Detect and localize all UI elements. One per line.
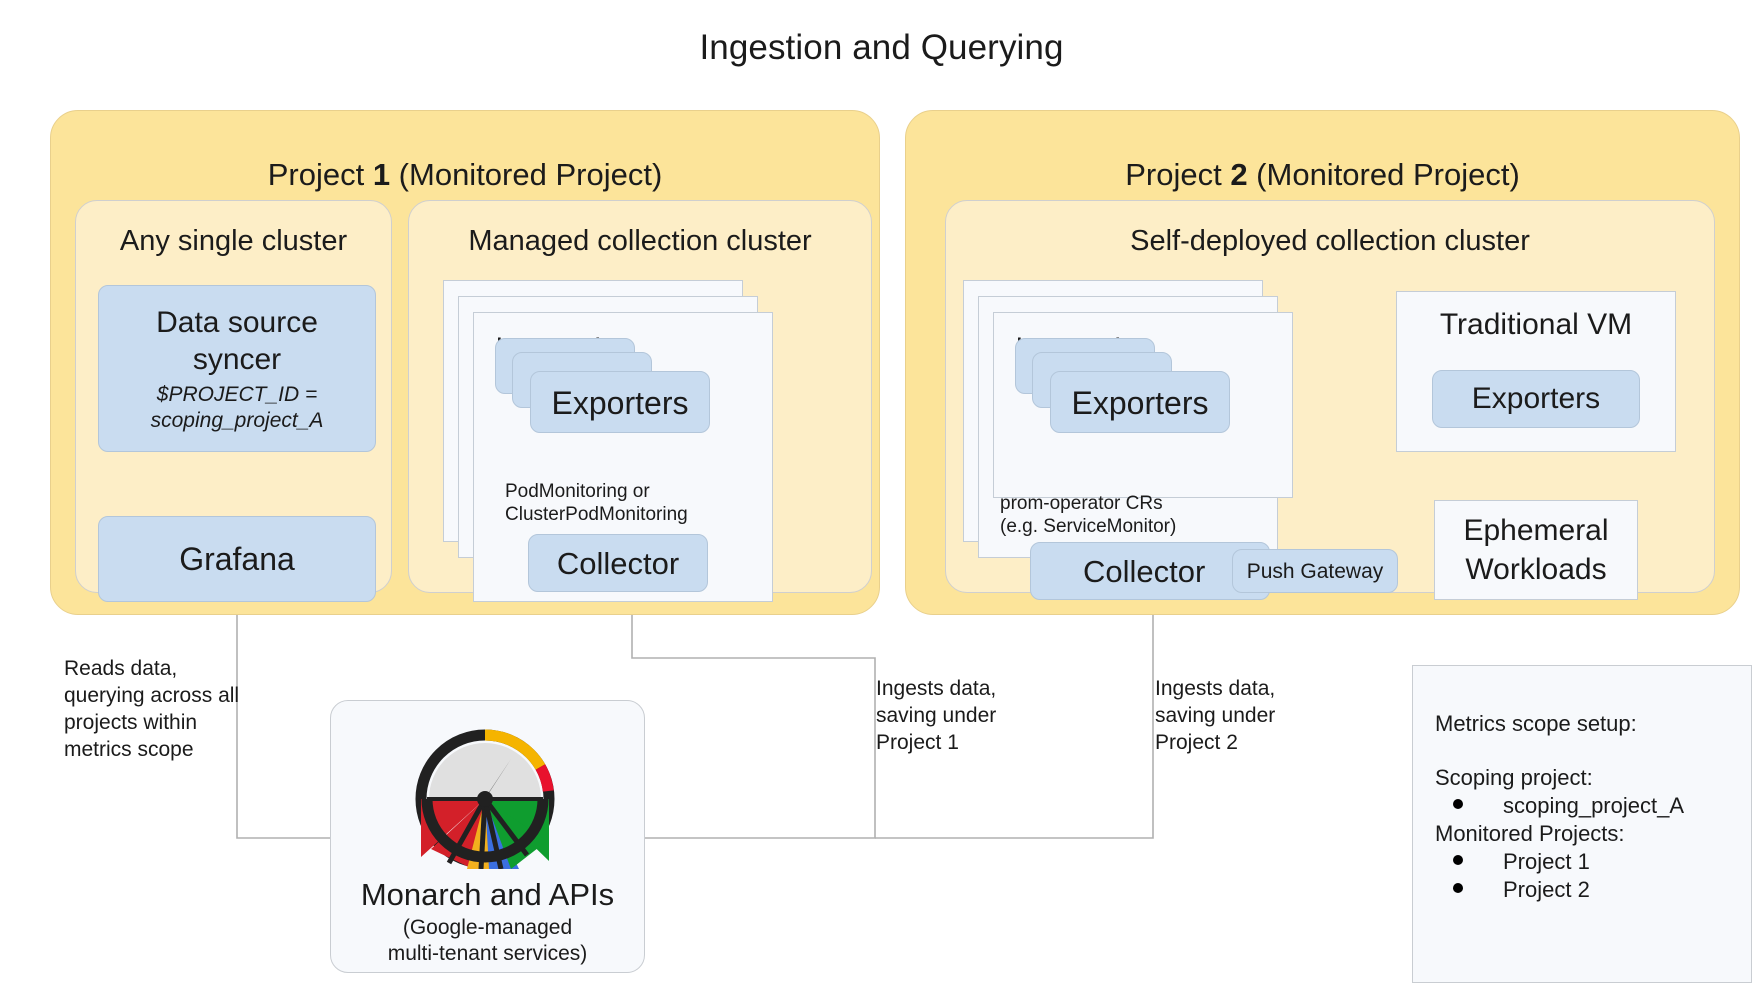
collector-managed-label: Collector (556, 546, 680, 581)
note-ingest-project-1: Ingests data, saving under Project 1 (876, 677, 997, 754)
edge-label-pod-monitoring: PodMonitoring or ClusterPodMonitoring (505, 480, 725, 526)
pod-monitoring-line1: PodMonitoring or (505, 481, 650, 502)
project-1-label-prefix: Project (267, 157, 373, 192)
bullet-dot-icon (1453, 883, 1463, 893)
note-reads-data: Reads data, querying across all projects… (64, 657, 240, 761)
legend-item-scoping-project-a: scoping_project_A (1435, 792, 1737, 820)
legend-heading: Metrics scope setup: (1435, 711, 1637, 736)
cluster-managed-collection-title: Managed collection cluster (468, 225, 812, 257)
legend-item-project-2: Project 2 (1435, 876, 1737, 904)
project-2-title: Project 2 (Monitored Project) (906, 157, 1739, 193)
exporters-right-label: Exporters (1071, 385, 1209, 421)
data-source-syncer-line1: Data source (156, 306, 318, 339)
project-2-label-suffix: (Monitored Project) (1247, 157, 1520, 192)
legend-item-project-1: Project 1 (1435, 848, 1737, 876)
monarch-subtitle-line2: multi-tenant services) (387, 942, 588, 965)
box-ephemeral-workloads[interactable]: Ephemeral Workloads (1434, 500, 1638, 600)
legend-metrics-scope: Metrics scope setup: Scoping project: sc… (1412, 665, 1752, 983)
legend-scoping-heading: Scoping project: (1435, 765, 1593, 790)
box-exporters-right[interactable]: Exporters (1050, 371, 1230, 433)
card-monarch-and-apis[interactable]: Monarch and APIs (Google-managed multi-t… (330, 700, 645, 973)
project-1-title: Project 1 (Monitored Project) (51, 157, 879, 193)
data-source-syncer-var2: scoping_project_A (150, 409, 324, 432)
cluster-self-deployed-title: Self-deployed collection cluster (1130, 225, 1530, 257)
monarch-title: Monarch and APIs (360, 877, 615, 912)
project-1-number: 1 (372, 157, 391, 192)
data-source-syncer-line2: syncer (192, 343, 282, 376)
box-collector-self-deployed[interactable]: Collector (1030, 542, 1270, 600)
edge-label-prom-operator: prom-operator CRs (e.g. ServiceMonitor) (1000, 492, 1230, 538)
exporters-left-label: Exporters (551, 385, 689, 421)
legend-content: Metrics scope setup: Scoping project: sc… (1435, 710, 1737, 904)
legend-monitored-heading: Monitored Projects: (1435, 821, 1625, 846)
prom-operator-line2: (e.g. ServiceMonitor) (1000, 516, 1177, 537)
project-1-label-suffix: (Monitored Project) (390, 157, 663, 192)
project-2-label-prefix: Project (1125, 157, 1231, 192)
box-data-source-syncer[interactable]: Data source syncer $PROJECT_ID = scoping… (98, 285, 376, 452)
legend-monitored-item-0: Project 1 (1503, 849, 1590, 874)
vm-exporters-label: Exporters (1471, 382, 1601, 415)
prom-operator-line1: prom-operator CRs (1000, 493, 1163, 514)
project-2-number: 2 (1230, 157, 1248, 192)
pod-monitoring-line2: ClusterPodMonitoring (505, 504, 688, 525)
ephemeral-workloads-line2: Workloads (1465, 553, 1607, 586)
cluster-any-single-title: Any single cluster (119, 225, 348, 257)
monarch-subtitle-line1: (Google-managed (402, 916, 573, 939)
ephemeral-workloads-line1: Ephemeral (1463, 514, 1609, 547)
box-vm-exporters[interactable]: Exporters (1432, 370, 1640, 428)
bullet-dot-icon (1453, 799, 1463, 809)
note-ingest-project-2: Ingests data, saving under Project 2 (1155, 677, 1276, 754)
traditional-vm-title: Traditional VM (1439, 308, 1633, 341)
box-collector-managed[interactable]: Collector (528, 534, 708, 592)
page-title: Ingestion and Querying (699, 28, 1064, 67)
box-grafana[interactable]: Grafana (98, 516, 376, 602)
data-source-syncer-var1: $PROJECT_ID = (156, 383, 318, 406)
legend-monitored-item-1: Project 2 (1503, 877, 1590, 902)
collector-self-deployed-label: Collector (1083, 554, 1206, 589)
box-exporters-left[interactable]: Exporters (530, 371, 710, 433)
bullet-dot-icon (1453, 855, 1463, 865)
monarch-gauge-logo (415, 729, 555, 869)
box-push-gateway[interactable]: Push Gateway (1232, 549, 1398, 593)
grafana-label: Grafana (179, 541, 295, 577)
push-gateway-label: Push Gateway (1246, 560, 1384, 583)
legend-scoping-item-0: scoping_project_A (1503, 793, 1685, 818)
